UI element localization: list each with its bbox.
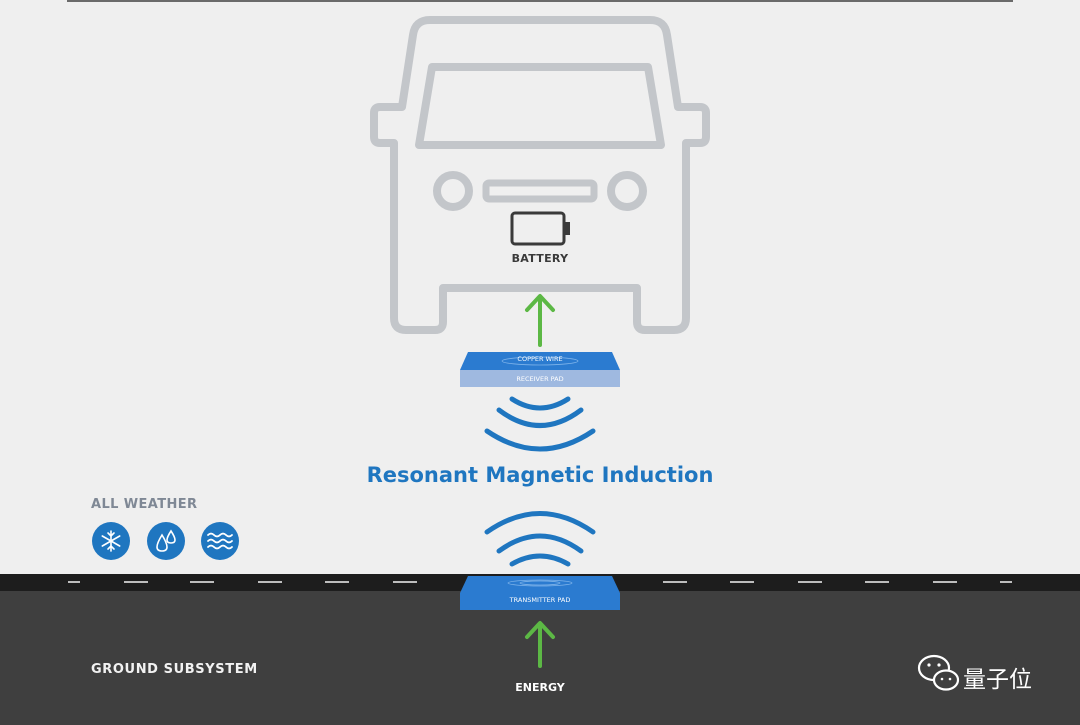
battery-icon [510, 211, 570, 246]
ground-subsystem-label: GROUND SUBSYSTEM [91, 662, 258, 677]
vehicle-outline [370, 16, 710, 334]
energy-label: ENERGY [515, 681, 565, 694]
copper-wire-label: COPPER WIRE [517, 355, 563, 363]
transmitter-pad-label: TRANSMITTER PAD [509, 596, 571, 604]
raindrops-icon [147, 522, 185, 560]
upper-field-waves [484, 396, 596, 452]
transmitter-pad [460, 576, 620, 610]
wechat-logo-icon [917, 654, 960, 691]
brand-watermark: 量子位 [963, 667, 1032, 693]
battery-label: BATTERY [511, 252, 569, 265]
receiver-pad [460, 352, 620, 387]
top-border [67, 0, 1013, 2]
diagram-title: Resonant Magnetic Induction [366, 463, 714, 487]
energy-arrow-icon [525, 621, 555, 668]
receiver-pad-label: RECEIVER PAD [516, 375, 564, 383]
headlight-left [433, 171, 473, 211]
snowflake-icon [92, 522, 130, 560]
waves-icon [201, 522, 239, 560]
headlight-right [607, 171, 647, 211]
all-weather-label: ALL WEATHER [91, 497, 198, 512]
lower-field-waves [484, 511, 596, 567]
vehicle-windshield [415, 63, 665, 149]
arrow-up-icon [525, 294, 555, 347]
vehicle-grille [482, 179, 598, 203]
